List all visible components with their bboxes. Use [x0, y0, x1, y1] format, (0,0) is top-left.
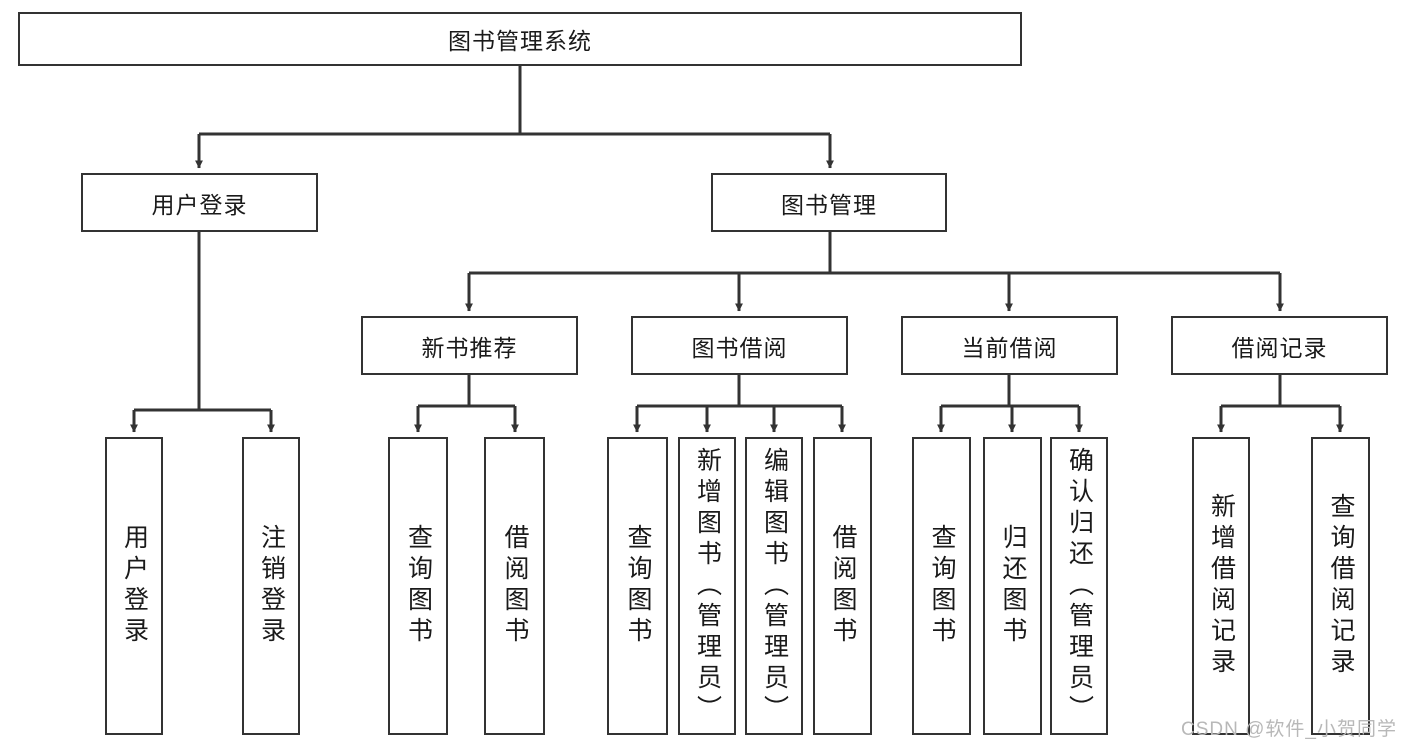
node-leaf-return-book[interactable]: 归还图书 — [983, 437, 1042, 735]
node-leaf-query-book-current[interactable]: 查询图书 — [912, 437, 971, 735]
node-leaf-borrow-book-recommend[interactable]: 借阅图书 — [484, 437, 545, 735]
node-borrow-record[interactable]: 借阅记录 — [1171, 316, 1388, 375]
node-current-borrow[interactable]: 当前借阅 — [901, 316, 1118, 375]
node-leaf-query-book-borrow[interactable]: 查询图书 — [607, 437, 668, 735]
node-leaf-add-book-admin[interactable]: 新增图书（管理员） — [678, 437, 736, 735]
node-root-system[interactable]: 图书管理系统 — [18, 12, 1022, 66]
node-book-borrow[interactable]: 图书借阅 — [631, 316, 848, 375]
node-new-book-recommend[interactable]: 新书推荐 — [361, 316, 578, 375]
node-leaf-edit-book-admin[interactable]: 编辑图书（管理员） — [745, 437, 803, 735]
node-leaf-query-book-recommend[interactable]: 查询图书 — [388, 437, 448, 735]
node-leaf-confirm-return-admin[interactable]: 确认归还（管理员） — [1050, 437, 1108, 735]
node-leaf-query-borrow-record[interactable]: 查询借阅记录 — [1311, 437, 1370, 735]
node-leaf-borrow-book[interactable]: 借阅图书 — [813, 437, 872, 735]
node-book-manage[interactable]: 图书管理 — [711, 173, 947, 232]
node-leaf-user-login[interactable]: 用户登录 — [105, 437, 163, 735]
node-leaf-user-logout[interactable]: 注销登录 — [242, 437, 300, 735]
csdn-watermark: CSDN @软件_小贺同学 — [1181, 719, 1397, 740]
node-user-login[interactable]: 用户登录 — [81, 173, 318, 232]
node-leaf-add-borrow-record[interactable]: 新增借阅记录 — [1192, 437, 1250, 735]
